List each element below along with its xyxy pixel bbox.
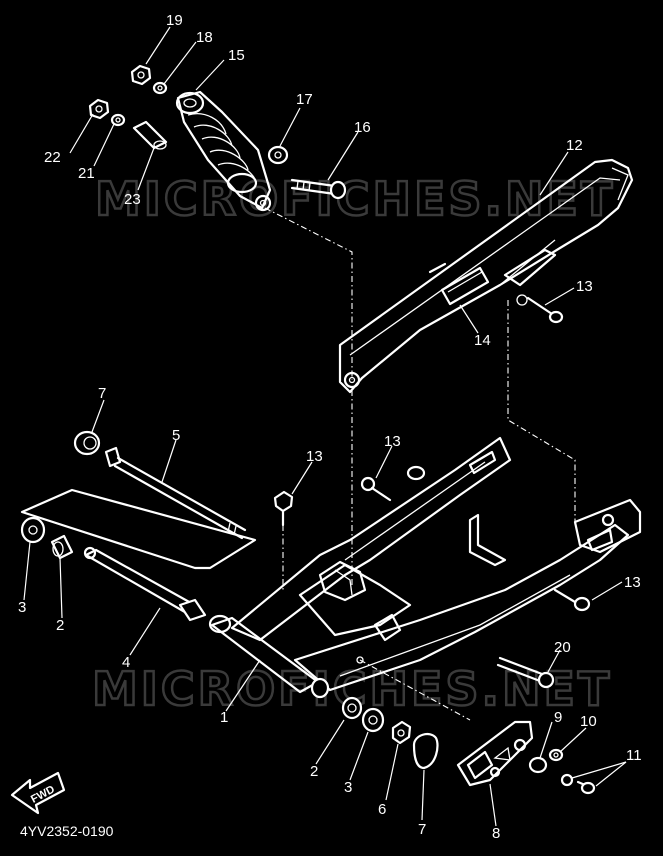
callout-21: 21	[78, 165, 95, 182]
nut-19	[130, 64, 152, 86]
cap-7-right	[412, 732, 439, 770]
callout-14: 14	[474, 332, 491, 349]
cap-7-left	[73, 430, 101, 456]
callout-13-chain-case: 13	[576, 278, 593, 295]
callout-3-left: 3	[18, 599, 26, 616]
bolt-13-upper	[273, 490, 294, 527]
callout-18: 18	[196, 29, 213, 46]
left-pivot-plate	[20, 488, 257, 570]
callout-1: 1	[220, 709, 228, 726]
callout-7-right: 7	[418, 821, 426, 838]
chain-guide-8	[456, 720, 534, 787]
label-plate-14	[440, 266, 490, 306]
callout-12: 12	[566, 137, 583, 154]
callout-5: 5	[172, 427, 180, 444]
bolt-13-chain-case	[526, 296, 564, 324]
reference-code: 4YV2352-0190	[20, 823, 114, 839]
callout-15: 15	[228, 47, 245, 64]
callout-10: 10	[580, 713, 597, 730]
swingarm-1	[208, 436, 642, 699]
nut-22	[88, 98, 110, 120]
bolt-20	[496, 656, 555, 689]
callout-7-left: 7	[98, 385, 106, 402]
collar-tube-4	[83, 546, 207, 622]
pivot-shaft-5	[104, 446, 247, 540]
bolt-13-left-arm	[360, 465, 426, 502]
screw-11	[560, 773, 596, 795]
chain-case-12	[338, 158, 634, 394]
callout-11: 11	[626, 747, 642, 764]
watermark-top: MICROFICHES.NET	[95, 172, 615, 226]
washer-18	[152, 81, 168, 95]
washer-21	[110, 113, 126, 127]
callout-4: 4	[122, 654, 130, 671]
collar-9	[528, 756, 548, 774]
bolt-16	[290, 178, 347, 200]
bearing-2-right	[341, 696, 363, 720]
leader-lines	[23, 26, 627, 827]
callout-9: 9	[554, 709, 562, 726]
callout-17: 17	[296, 91, 313, 108]
bearing-2-left	[50, 534, 74, 560]
callout-22: 22	[44, 149, 61, 166]
washer-10	[548, 748, 564, 762]
callout-2-left: 2	[56, 617, 64, 634]
bushing-23	[132, 120, 168, 150]
seal-3-right	[361, 707, 385, 733]
callout-20: 20	[554, 639, 571, 656]
callout-8: 8	[492, 825, 500, 842]
callout-13-right-bracket: 13	[624, 574, 641, 591]
callout-23: 23	[124, 191, 141, 208]
callout-2-right: 2	[310, 763, 318, 780]
callout-6: 6	[378, 801, 386, 818]
callout-19: 19	[166, 12, 183, 29]
callout-3-right: 3	[344, 779, 352, 796]
nut-6	[391, 720, 412, 745]
fwd-arrow-icon: FWD	[10, 771, 66, 815]
rear-shock-absorber	[175, 90, 272, 212]
collar-17	[267, 145, 289, 165]
callout-13-upper: 13	[306, 448, 323, 465]
callout-13-left-arm: 13	[384, 433, 401, 450]
centre-lines	[264, 207, 576, 721]
bolt-13-right-bracket	[553, 588, 591, 612]
callout-16: 16	[354, 119, 371, 136]
